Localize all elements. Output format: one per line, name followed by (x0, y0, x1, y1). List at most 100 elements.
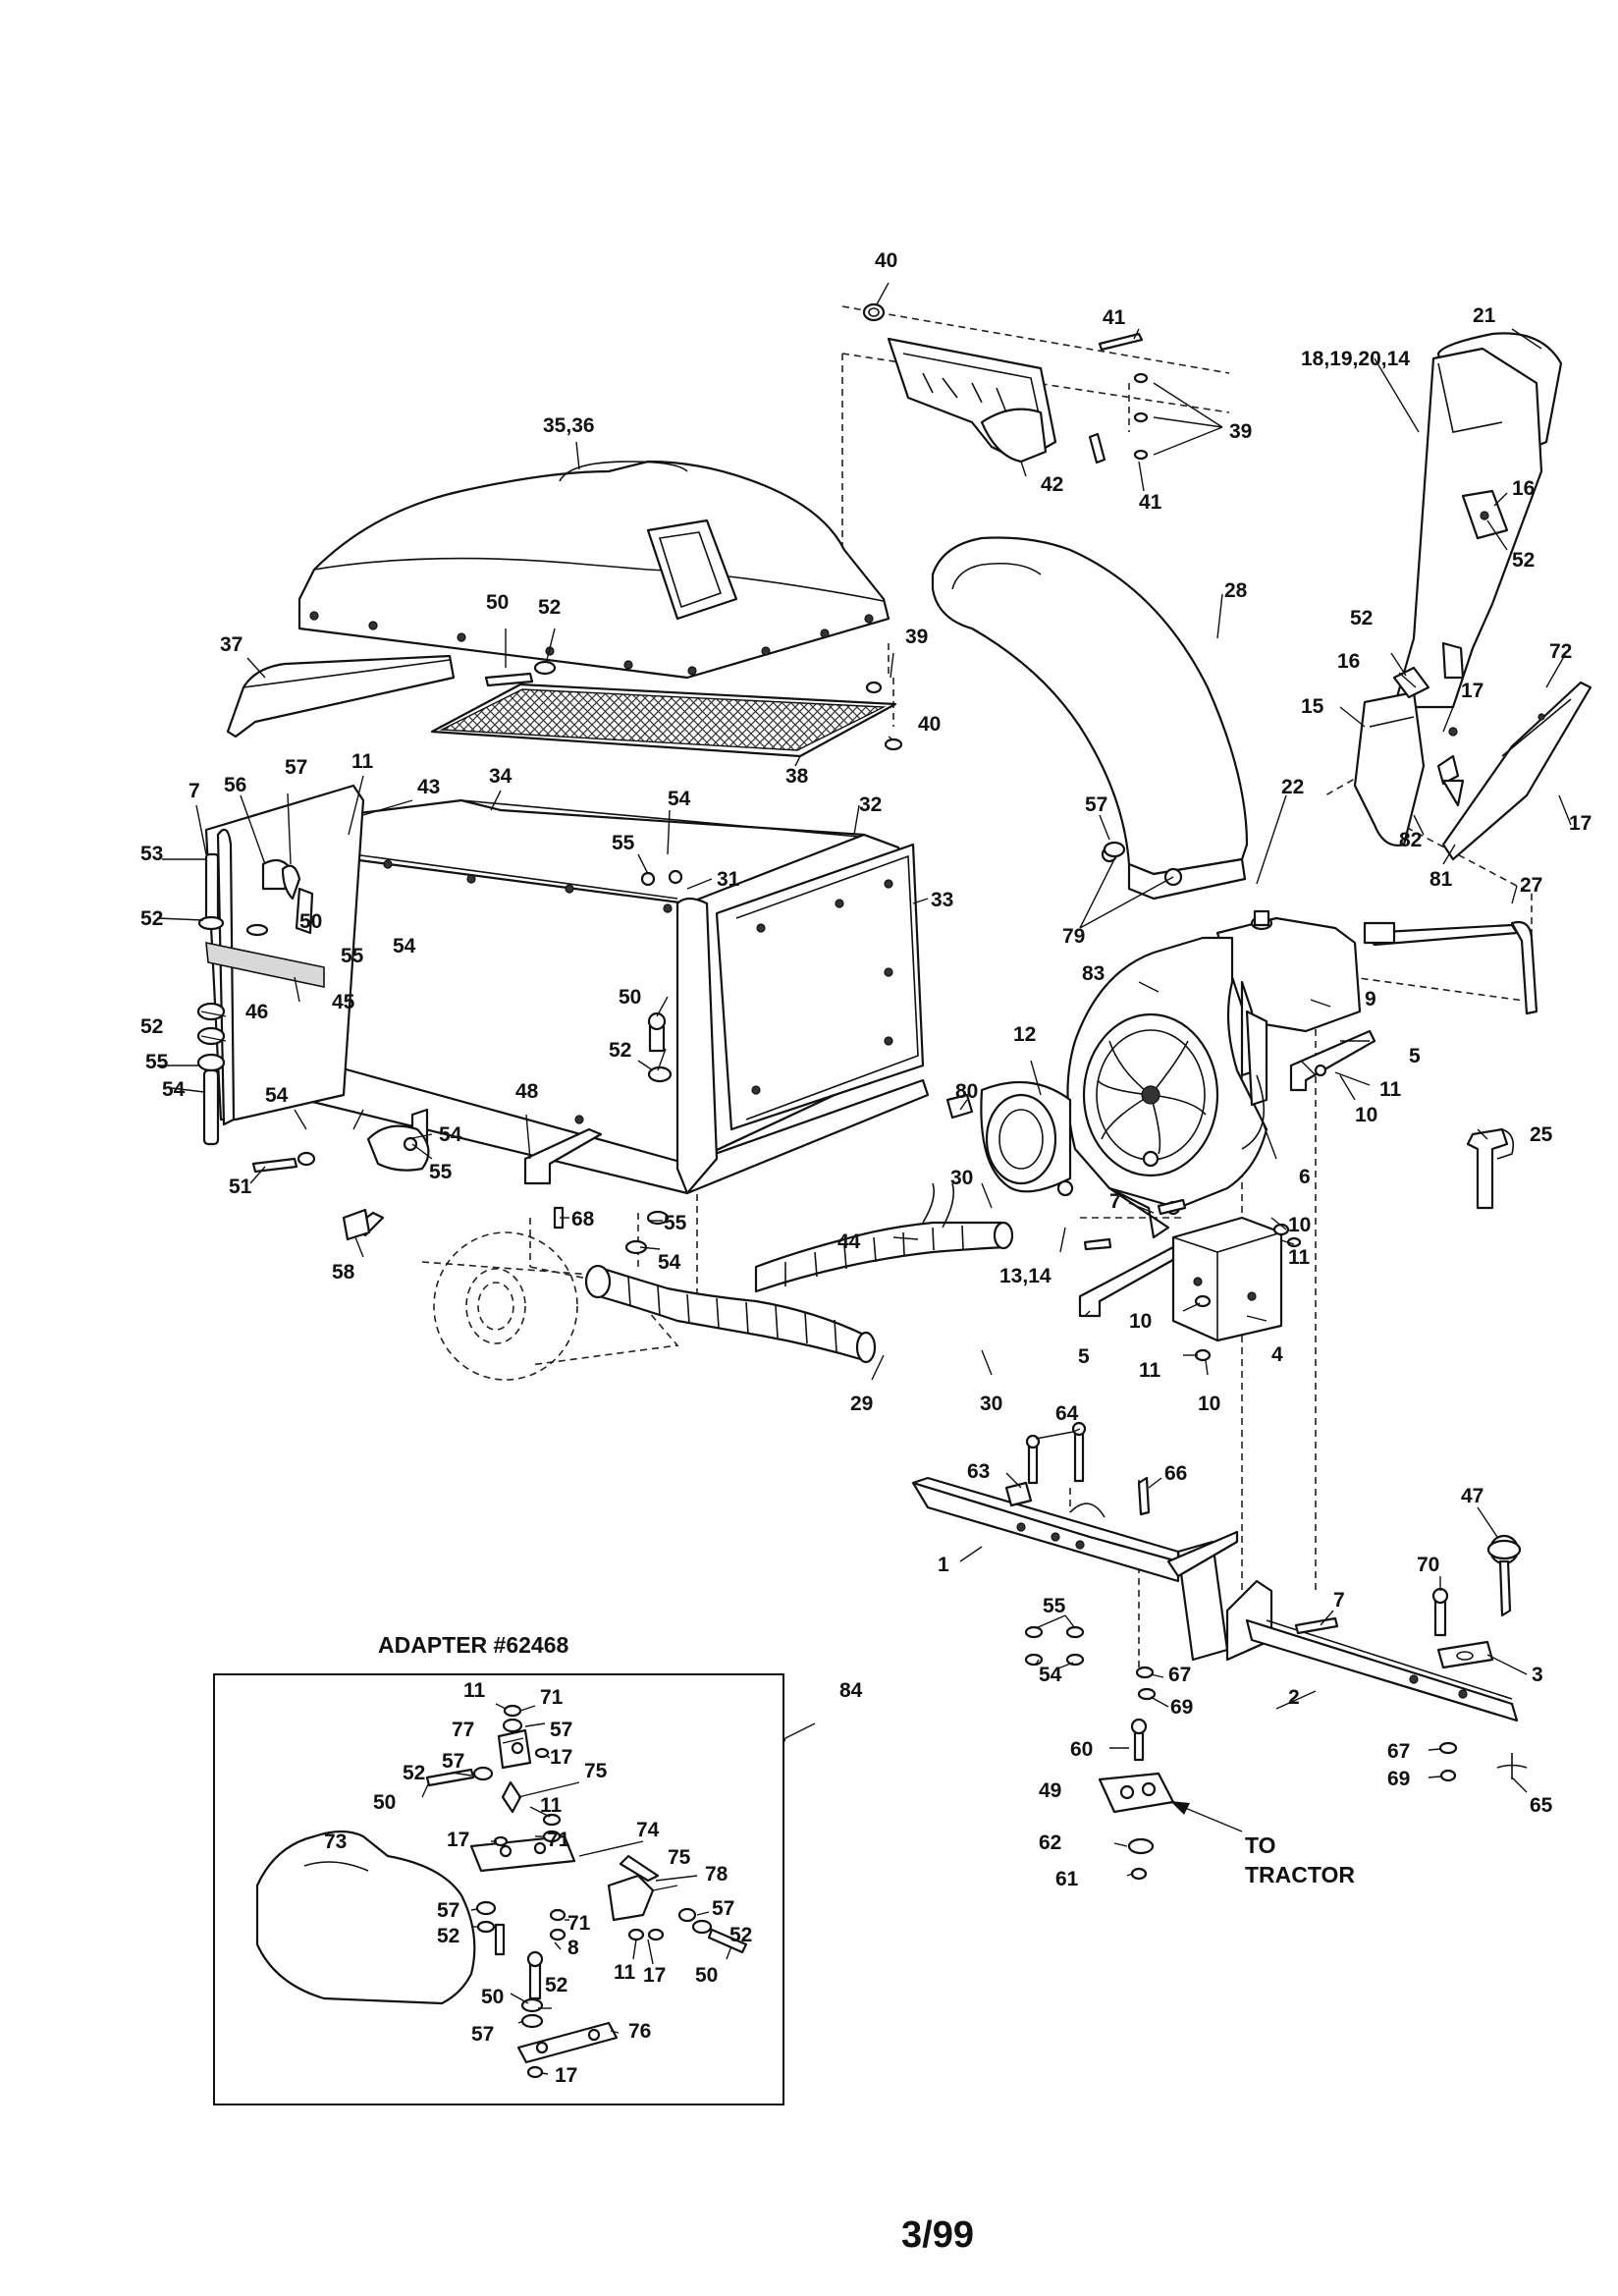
to-tractor-line1: TO (1245, 1832, 1276, 1858)
callout: 52 (545, 1974, 567, 1996)
callout: 42 (1041, 473, 1063, 496)
callout: 50 (695, 1964, 718, 1987)
callout: 81 (1429, 868, 1453, 891)
callout: 55 (341, 945, 364, 967)
callout: 7 (1333, 1589, 1345, 1612)
callout: 57 (471, 2023, 494, 2046)
callout: 21 (1473, 304, 1496, 327)
callout: 65 (1530, 1794, 1553, 1817)
callout: 52 (729, 1924, 752, 1946)
callout: 52 (140, 907, 163, 930)
callout: 52 (538, 596, 561, 619)
callout: 35,36 (543, 414, 595, 437)
callout: 52 (437, 1925, 459, 1947)
hoses (584, 1182, 1014, 1364)
callout: 50 (481, 1986, 504, 2008)
callout: 11 (463, 1679, 486, 1702)
callout: 28 (1224, 579, 1248, 602)
adapter-title: ADAPTER #62468 (378, 1632, 569, 1658)
callout: 55 (612, 832, 635, 854)
callout: 3 (1532, 1664, 1543, 1686)
callout: 18,19,20,14 (1301, 348, 1410, 370)
callout: 27 (1520, 874, 1542, 897)
callout: 31 (717, 868, 740, 891)
callout: 71 (547, 1829, 570, 1851)
callout: 79 (1062, 925, 1085, 948)
callout: 55 (664, 1212, 687, 1234)
callout: 39 (905, 626, 928, 648)
callout: 55 (145, 1051, 169, 1073)
callout: 52 (403, 1762, 425, 1784)
hitch-frame (911, 1421, 1519, 1722)
discharge-elbow (931, 536, 1249, 901)
callout: 11 (614, 1961, 636, 1984)
callout: 40 (875, 249, 897, 272)
hopper-lid (297, 460, 890, 680)
callout: 33 (931, 889, 953, 911)
callout: 10 (1288, 1214, 1311, 1236)
callout: 54 (1039, 1664, 1062, 1686)
callout: 44 (837, 1230, 861, 1253)
callout: 64 (1055, 1402, 1079, 1425)
screen-grate (430, 683, 897, 758)
callout: 17 (447, 1829, 469, 1851)
callout: 15 (1301, 695, 1324, 718)
hitch-pin (1431, 1534, 1522, 1637)
callout: 70 (1417, 1554, 1439, 1576)
callout: 54 (393, 935, 416, 957)
page-number: 3/99 (901, 2214, 974, 2256)
callout: 11 (1379, 1078, 1402, 1101)
callout: 54 (439, 1123, 462, 1146)
callout: 37 (220, 633, 243, 656)
callout: 56 (224, 774, 246, 796)
callout: 11 (540, 1794, 563, 1817)
callout: 17 (555, 2064, 577, 2087)
callout: 51 (229, 1175, 252, 1198)
callout: 71 (540, 1686, 564, 1709)
callout: 48 (515, 1080, 539, 1103)
support-rod (1363, 920, 1538, 1015)
callout: 63 (967, 1460, 990, 1483)
callout: 10 (1198, 1393, 1220, 1415)
latch-parts (342, 1124, 603, 1241)
callout: 61 (1055, 1868, 1079, 1890)
callout: 50 (373, 1791, 396, 1814)
blower-assembly (945, 909, 1362, 1239)
callout: 17 (550, 1746, 572, 1769)
callout: 77 (452, 1719, 474, 1741)
callout: 11 (1139, 1359, 1161, 1382)
callout: 57 (1085, 793, 1107, 816)
callout: 57 (550, 1719, 572, 1741)
callout: 84 (839, 1679, 863, 1702)
callout: 57 (285, 756, 307, 779)
adapter-box (213, 1673, 784, 2105)
callout: 49 (1039, 1779, 1061, 1802)
callout: 38 (785, 765, 809, 788)
callout: 25 (1530, 1123, 1553, 1146)
clip (1466, 1127, 1515, 1210)
callout: 57 (437, 1899, 459, 1922)
callout: 75 (584, 1760, 608, 1782)
callout: 30 (950, 1167, 973, 1189)
callout: 13,14 (999, 1265, 1052, 1287)
callout: 1 (938, 1554, 949, 1576)
callout: 39 (1229, 420, 1252, 443)
callout: 29 (850, 1393, 873, 1415)
callout: 57 (712, 1897, 734, 1920)
leader-lines (156, 282, 1572, 2075)
callout: 52 (1512, 549, 1535, 572)
callout: 46 (245, 1001, 268, 1023)
callout: 80 (955, 1080, 978, 1103)
deflector-bracket (862, 302, 1149, 465)
callout: 66 (1164, 1462, 1187, 1485)
callout: 50 (486, 591, 509, 614)
callout: 74 (636, 1819, 660, 1841)
callout: 69 (1387, 1768, 1410, 1790)
callout: 43 (417, 776, 440, 798)
callout: 58 (332, 1261, 355, 1284)
callout: 12 (1013, 1023, 1036, 1046)
callout: 40 (918, 713, 941, 736)
tractor-arrow (1170, 1801, 1243, 1832)
side-rail (226, 654, 456, 738)
callout: 50 (299, 910, 322, 933)
